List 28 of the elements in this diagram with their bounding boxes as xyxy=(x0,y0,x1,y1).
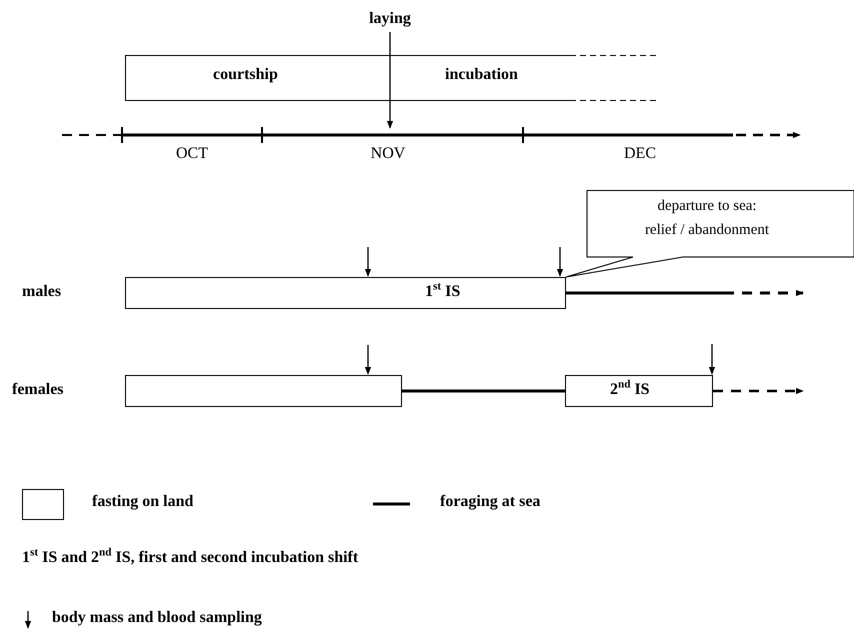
legend-note: 1$^{st}$ IS and 2$^{nd}$ IS, first and second incubation shift xyxy=(22,549,358,567)
phase-bar xyxy=(124,55,656,101)
foraging-line xyxy=(713,388,804,394)
month-label: DEC xyxy=(624,145,656,163)
arrow xyxy=(708,344,716,375)
legend-text: foraging at sea xyxy=(440,493,540,511)
fasting-bar xyxy=(125,277,566,309)
row-label: males xyxy=(22,283,62,301)
foraging-line xyxy=(566,290,804,296)
bar-label: courtship xyxy=(213,66,278,84)
legend-text: fasting on land xyxy=(92,493,194,511)
fasting-bar xyxy=(125,375,402,407)
month-label: NOV xyxy=(370,145,406,163)
fasting-bar xyxy=(565,375,713,407)
bar-label: incubation xyxy=(445,66,518,84)
foraging-line xyxy=(402,390,565,392)
arrow xyxy=(364,247,372,277)
event-label: laying xyxy=(360,10,420,32)
arrow xyxy=(364,345,372,375)
bar-label: 2$^{nd}$ IS xyxy=(610,381,650,399)
month-label: OCT xyxy=(176,145,208,163)
arrow xyxy=(556,247,564,277)
arrow xyxy=(386,32,394,129)
row-label: females xyxy=(12,381,64,399)
legend-text: body mass and blood sampling xyxy=(52,609,262,627)
bar-label: 1$^{st}$ IS xyxy=(425,283,460,301)
callout-bubble xyxy=(563,190,854,279)
callout-text: departure to sea: relief / abandonment xyxy=(644,197,770,240)
